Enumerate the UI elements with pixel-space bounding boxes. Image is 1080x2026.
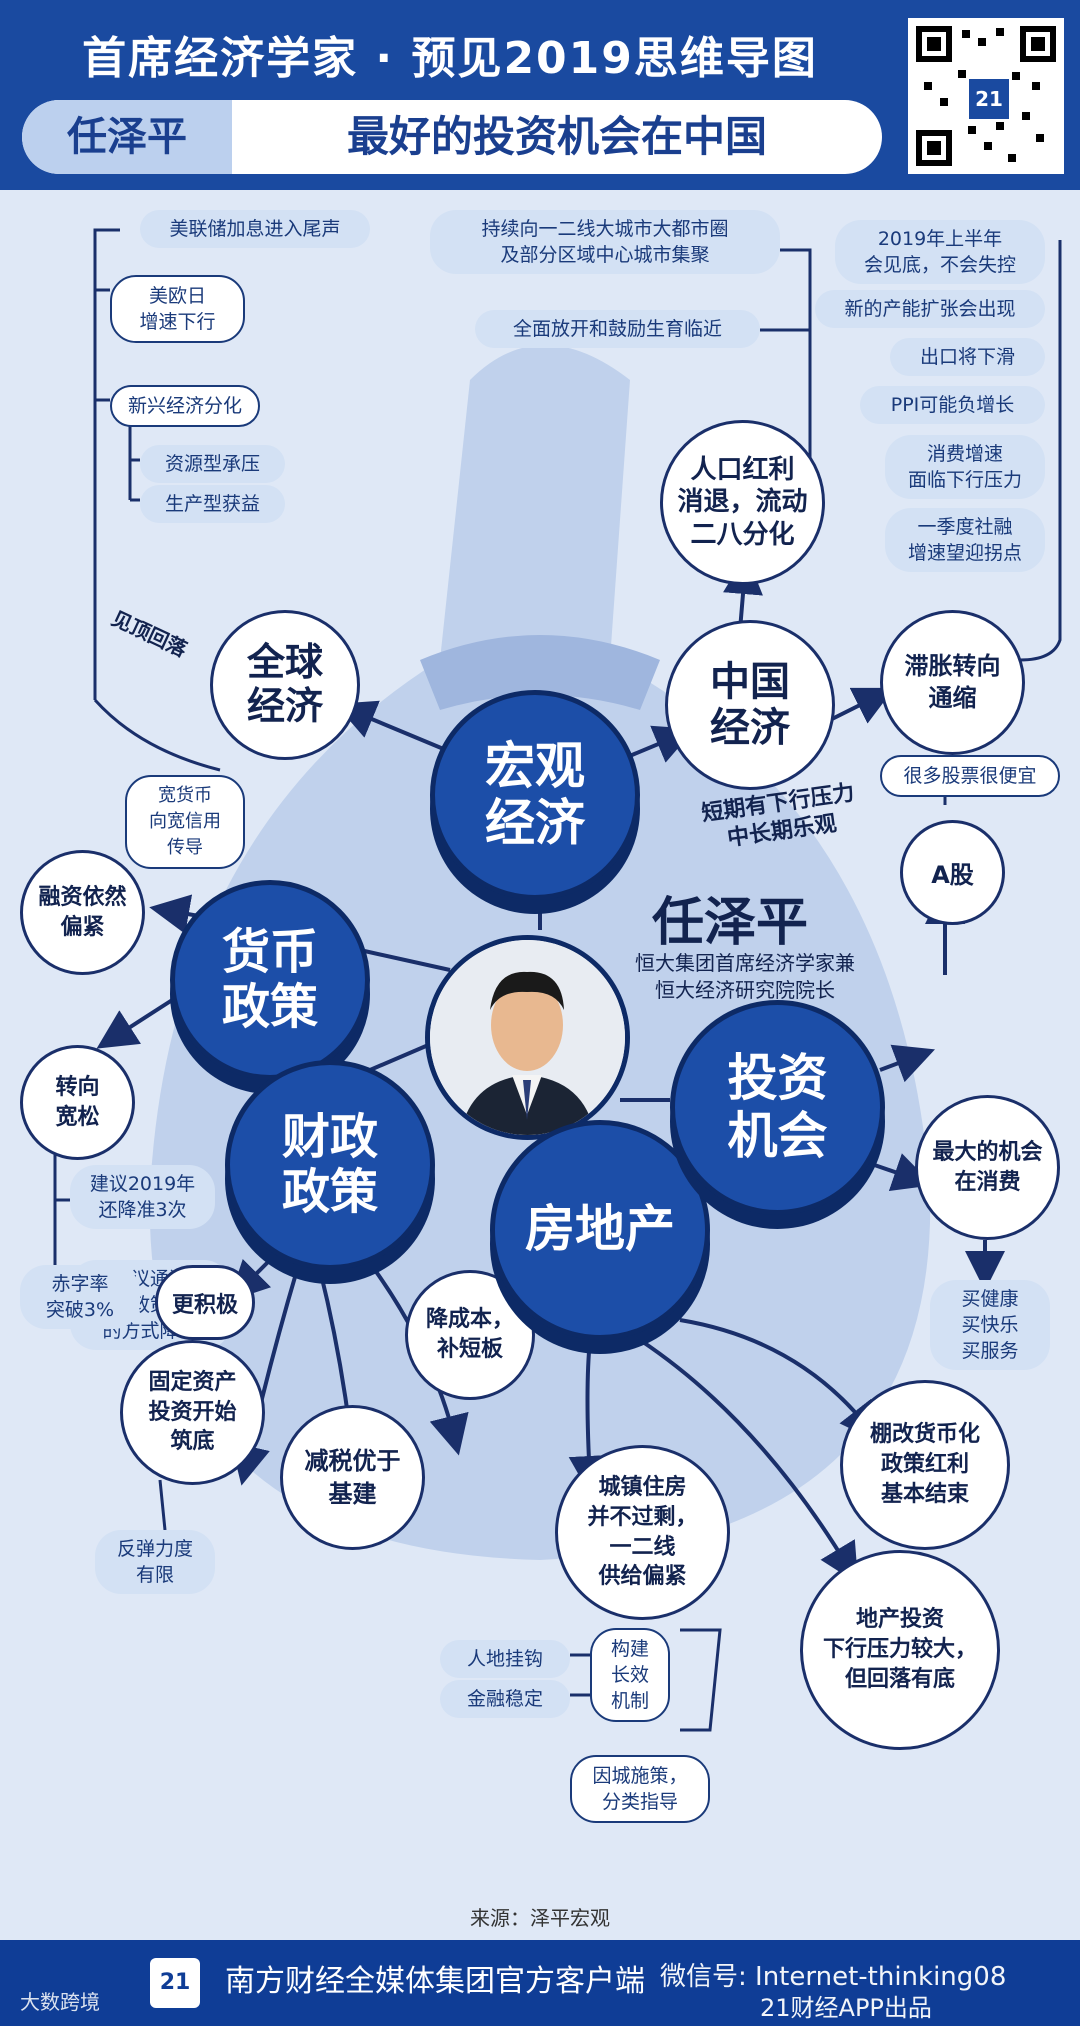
watermark-text: 大数跨境 bbox=[20, 1986, 100, 2015]
fiscal-fai-node: 固定资产 投资开始 筑底 bbox=[120, 1340, 265, 1485]
invest-a-note: 很多股票很便宜 bbox=[880, 755, 1060, 797]
center-name: 任泽平 bbox=[615, 880, 845, 955]
deflation-node: 滞胀转向 通缩 bbox=[880, 610, 1025, 755]
defl-item-bottom: 2019年上半年 会见底，不会失控 bbox=[835, 220, 1045, 284]
title-bar: 任泽平 最好的投资机会在中国 bbox=[22, 100, 882, 174]
invest-a-share-node: A股 bbox=[900, 820, 1005, 925]
page-title: 首席经济学家 · 预见2019思维导图 bbox=[20, 22, 880, 86]
monetary-policy-coin: 货币 政策 bbox=[170, 880, 370, 1080]
portrait bbox=[425, 935, 630, 1140]
property-invest-node: 地产投资 下行压力较大， 但回落有底 bbox=[800, 1550, 1000, 1750]
property-shed-node: 棚改货币化 政策红利 基本结束 bbox=[840, 1380, 1010, 1550]
invest-consume-node: 最大的机会 在消费 bbox=[915, 1095, 1060, 1240]
monetary-loose-node: 转向 宽松 bbox=[20, 1045, 135, 1160]
real-estate-coin: 房地产 bbox=[490, 1120, 710, 1340]
global-item-resource: 资源型承压 bbox=[140, 445, 285, 483]
footer-logo: 21 bbox=[150, 1958, 200, 2008]
invest-consume-note: 买健康 买快乐 买服务 bbox=[930, 1280, 1050, 1370]
monetary-tight-note: 宽货币 向宽信用 传导 bbox=[125, 775, 245, 869]
global-item-emerging: 新兴经济分化 bbox=[110, 385, 260, 427]
property-mech-land: 人地挂钩 bbox=[440, 1640, 570, 1678]
defl-item-consumption: 消费增速 面临下行压力 bbox=[885, 435, 1045, 499]
monetary-tight-node: 融资依然 偏紧 bbox=[20, 850, 145, 975]
fiscal-tax-node: 减税优于 基建 bbox=[280, 1405, 425, 1550]
property-housing-node: 城镇住房 并不过剩， 一二线 供给偏紧 bbox=[555, 1445, 730, 1620]
footer-text: 南方财经全媒体集团官方客户端 bbox=[225, 1962, 645, 2002]
global-item-fed: 美联储加息进入尾声 bbox=[140, 210, 370, 248]
defl-item-ppi: PPI可能负增长 bbox=[860, 386, 1045, 424]
monetary-loose-rrr: 建议2019年 还降准3次 bbox=[70, 1165, 215, 1229]
property-mech-finance: 金融稳定 bbox=[440, 1680, 570, 1718]
demo-item-birth: 全面放开和鼓励生育临近 bbox=[475, 310, 760, 348]
global-economy-node: 全球 经济 bbox=[210, 610, 360, 760]
mind-map: 美联储加息进入尾声 美欧日 增速下行 新兴经济分化 资源型承压 生产型获益 见顶… bbox=[0, 190, 1080, 1940]
defl-item-capacity: 新的产能扩张会出现 bbox=[815, 290, 1045, 328]
footer: 大数跨境 21 南方财经全媒体集团官方客户端 微信号: Internet-thi… bbox=[0, 1940, 1080, 2026]
investment-opportunity-coin: 投资 机会 bbox=[670, 1000, 885, 1215]
qr-logo: 21 bbox=[966, 76, 1012, 122]
qr-code[interactable]: 21 bbox=[908, 18, 1064, 174]
header: 首席经济学家 · 预见2019思维导图 任泽平 最好的投资机会在中国 21 bbox=[0, 0, 1080, 190]
page-subtitle: 最好的投资机会在中国 bbox=[242, 100, 872, 174]
footer-app: 21财经APP出品 bbox=[760, 1988, 932, 2023]
center-desc: 恒大集团首席经济学家兼 恒大经济研究院院长 bbox=[615, 950, 875, 1004]
demographics-node: 人口红利 消退，流动 二八分化 bbox=[660, 420, 825, 585]
defl-item-tsf: 一季度社融 增速望迎拐点 bbox=[885, 508, 1045, 572]
author-name-tag: 任泽平 bbox=[22, 100, 232, 174]
global-item-slowdown: 美欧日 增速下行 bbox=[110, 275, 245, 343]
defl-item-export: 出口将下滑 bbox=[890, 338, 1045, 376]
fiscal-deficit: 赤字率 突破3% bbox=[20, 1265, 140, 1329]
macro-economy-coin: 宏观 经济 bbox=[430, 690, 640, 900]
china-economy-node: 中国 经济 bbox=[665, 620, 835, 790]
person-icon bbox=[430, 940, 625, 1135]
source-note: 来源：泽平宏观 bbox=[0, 1902, 1080, 1931]
fiscal-active-node: 更积极 bbox=[155, 1265, 255, 1340]
demo-item-cities: 持续向一二线大城市大都市圈 及部分区域中心城市集聚 bbox=[430, 210, 780, 274]
global-item-production: 生产型获益 bbox=[140, 485, 285, 523]
fiscal-policy-coin: 财政 政策 bbox=[225, 1060, 435, 1270]
property-mech: 构建 长效 机制 bbox=[590, 1628, 670, 1722]
fiscal-rebound: 反弹力度 有限 bbox=[95, 1530, 215, 1594]
property-city-policy: 因城施策， 分类指导 bbox=[570, 1755, 710, 1823]
